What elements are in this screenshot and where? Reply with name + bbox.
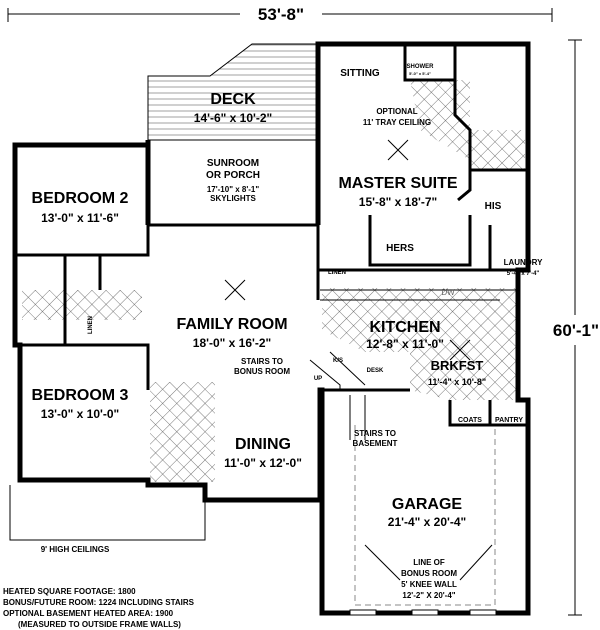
stairs-bonus-label-2: BONUS ROOM: [234, 367, 290, 376]
up-label: UP: [314, 376, 322, 382]
note-bonus-room: BONUS/FUTURE ROOM: 1224 INCLUDING STAIRS: [3, 598, 195, 607]
dining-size: 11'-0" x 12'-0": [224, 456, 302, 470]
breakfast-label: BRKFST: [431, 358, 484, 373]
deck-size: 14'-6" x 10'-2": [194, 111, 272, 125]
tray-ceiling-label: OPTIONAL: [376, 107, 417, 116]
deck-label: DECK: [210, 91, 256, 108]
depth-dimension: 60'-1": [553, 39, 599, 616]
desk-label: DESK: [367, 368, 384, 374]
width-label: 53'-8": [258, 5, 304, 24]
sunroom-skylights: SKYLIGHTS: [210, 194, 256, 203]
ks-label: K/S: [333, 358, 343, 364]
sunroom-label: SUNROOM: [207, 158, 259, 169]
linen-label: LINEN: [328, 270, 346, 276]
master-wc-tile: [470, 130, 525, 170]
bedroom2-size: 13'-0" x 11'-6": [41, 211, 119, 225]
garage-label: GARAGE: [392, 496, 463, 513]
hall-bath-tile: [22, 290, 142, 320]
bedroom3-label: BEDROOM 3: [32, 387, 129, 404]
width-dimension: 53'-8": [7, 5, 553, 24]
sunroom-size: 17'-10" x 8'-1": [207, 185, 260, 194]
coats-label: COATS: [458, 417, 482, 424]
kitchen-tile: [322, 288, 518, 400]
master-suite-label: MASTER SUITE: [338, 175, 457, 192]
sitting-label: SITTING: [340, 68, 380, 79]
linen-label-2: LINEN: [88, 316, 94, 334]
shower-label: SHOWER: [407, 64, 435, 70]
stairs-bonus-label: STAIRS TO: [241, 357, 283, 366]
note-measured: (MEASURED TO OUTSIDE FRAME WALLS): [18, 620, 181, 629]
bedroom2-label: BEDROOM 2: [32, 190, 129, 207]
kitchen-size: 12'-8" x 11'-0": [366, 337, 444, 351]
front-porch: [9, 485, 206, 541]
bonus-room-line: [354, 425, 496, 606]
note-heated-sqft: HEATED SQUARE FOOTAGE: 1800: [3, 587, 136, 596]
depth-label: 60'-1": [553, 321, 599, 340]
bonus-line-label-3: 5' KNEE WALL: [401, 580, 457, 589]
foyer-tile: [150, 382, 215, 482]
ceiling-fan-icon: [224, 139, 471, 361]
bonus-line-label: LINE OF: [413, 558, 445, 567]
dining-label: DINING: [235, 436, 291, 453]
bonus-line-label-2: BONUS ROOM: [401, 569, 457, 578]
family-room-size: 18'-0" x 16'-2": [193, 336, 271, 350]
bedroom3-size: 13'-0" x 10'-0": [41, 407, 119, 421]
pantry-label: PANTRY: [495, 417, 523, 424]
shower-size: 5'-0" x 5'-4": [409, 71, 431, 76]
note-basement: OPTIONAL BASEMENT HEATED AREA: 1900: [3, 609, 174, 618]
breakfast-size: 11'-4" x 10'-8": [428, 377, 486, 387]
tray-ceiling-label-2: 11' TRAY CEILING: [363, 118, 431, 127]
ceilings-note: 9' HIGH CEILINGS: [41, 545, 110, 554]
master-suite-size: 15'-8" x 18'-7": [359, 195, 437, 209]
bonus-line-label-4: 12'-2" X 20'-4": [402, 591, 455, 600]
garage-size: 21'-4" x 20'-4": [388, 515, 466, 529]
kitchen-label: KITCHEN: [369, 319, 440, 336]
family-room-label: FAMILY ROOM: [176, 316, 287, 333]
stairs-basement-label-2: BASEMENT: [353, 439, 398, 448]
hers-closet-label: HERS: [386, 243, 414, 254]
his-closet-label: HIS: [485, 201, 502, 212]
stairs-basement-label: STAIRS TO: [354, 429, 396, 438]
garage-windows: [349, 609, 497, 616]
dishwasher-label: DW: [441, 288, 455, 297]
laundry-label: LAUNDRY: [504, 258, 543, 267]
sunroom-label-2: OR PORCH: [206, 170, 260, 181]
laundry-size: 5'-4" x 7'-4": [507, 271, 540, 277]
